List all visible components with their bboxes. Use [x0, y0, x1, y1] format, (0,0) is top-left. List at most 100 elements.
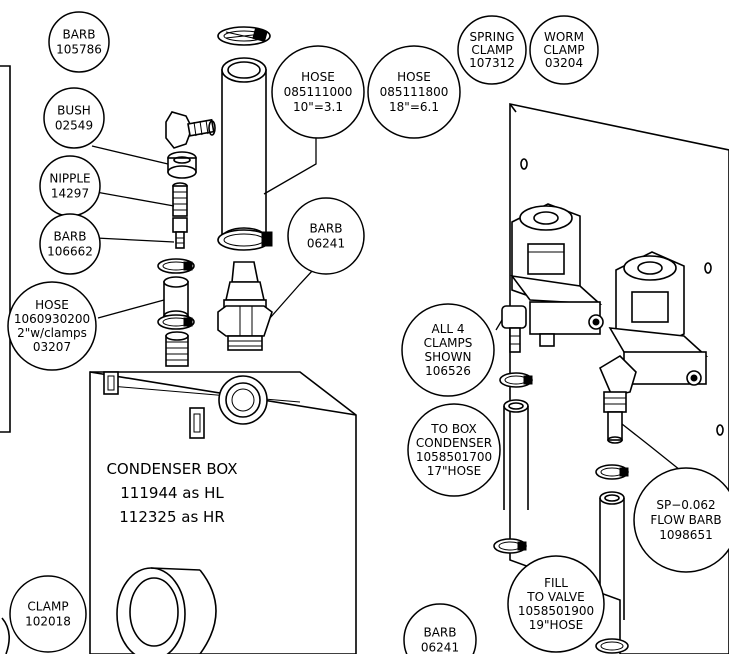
label-line: 102018: [25, 615, 71, 629]
label-line: CONDENSER BOX: [106, 460, 237, 478]
label-line: 112325 as HR: [119, 508, 225, 526]
label-line: 02549: [55, 119, 93, 133]
threaded-coupling: [165, 331, 189, 367]
label-line: 105786: [56, 43, 102, 57]
condenser-box: [89, 371, 357, 659]
bushing: [167, 151, 197, 179]
label-line: CLAMPS: [424, 336, 473, 350]
label-line: ALL 4: [431, 322, 464, 336]
label-line: 106526: [425, 364, 471, 378]
label-line: SHOWN: [425, 350, 472, 364]
short-hose: [163, 276, 189, 322]
solenoid-valve-left: [510, 203, 604, 347]
label-line: CLAMP: [27, 600, 68, 614]
label-line: 06241: [307, 237, 345, 251]
label-line: 18"=6.1: [389, 100, 439, 114]
large-barb: [217, 261, 273, 351]
label-line: BARB: [62, 28, 95, 42]
label-line: 1058501900: [518, 604, 594, 618]
label-line: 03207: [33, 340, 71, 354]
label-line: 1060930200: [14, 312, 90, 326]
label-line: BARB: [53, 230, 86, 244]
label-line: 17"HOSE: [427, 464, 481, 478]
right-clamp-2: [595, 464, 629, 480]
label-line: 14297: [51, 187, 89, 201]
label-line: CLAMP: [543, 43, 584, 57]
label-line: 085111000: [284, 85, 353, 99]
label-line: CLAMP: [471, 43, 512, 57]
right-clamp-1: [499, 372, 533, 388]
label-line: HOSE: [35, 298, 69, 312]
left-clamp-lower: [157, 314, 195, 330]
label-line: 06241: [421, 641, 459, 655]
hose-fill-to-valve: [599, 491, 625, 620]
label-line: BUSH: [57, 104, 91, 118]
label-line: WORM: [544, 30, 584, 44]
label-line: FLOW BARB: [650, 513, 721, 527]
label-line: 10"=3.1: [293, 100, 343, 114]
label-line: HOSE: [301, 70, 335, 84]
label-line: 03204: [545, 56, 583, 70]
label-line: 085111800: [380, 85, 449, 99]
solenoid-valve-right: [608, 251, 709, 386]
nipple: [172, 182, 188, 217]
label-line: FILL: [544, 576, 568, 590]
label-line: 1098651: [659, 528, 712, 542]
label-line: 107312: [469, 56, 515, 70]
label-line: 106662: [47, 245, 93, 259]
label-line: 19"HOSE: [529, 618, 583, 632]
long-hose: [221, 57, 267, 249]
label-line: NIPPLE: [49, 172, 90, 186]
label-line: SPRING: [469, 30, 514, 44]
label-line: CONDENSER: [416, 436, 492, 450]
left-frame-edge: [0, 65, 11, 655]
label-line: 1058501700: [416, 450, 492, 464]
label-line: HOSE: [397, 70, 431, 84]
small-barb: [172, 217, 188, 249]
label-line: SP−0.062: [656, 498, 715, 512]
condenser-box-text: CONDENSER BOX 111944 as HL 112325 as HR: [106, 460, 237, 526]
label-line: TO VALVE: [526, 590, 584, 604]
condenser-box-label: CONDENSER BOX 111944 as HL 112325 as HR: [106, 460, 237, 526]
label-line: BARB: [309, 222, 342, 236]
valve-elbow-right: [598, 354, 637, 444]
right-clamp-3: [493, 538, 527, 554]
label-line: 2"w/clamps: [17, 326, 87, 340]
top-clamp: [217, 26, 271, 46]
right-clamp-4: [595, 638, 629, 654]
left-clamp-upper: [157, 258, 195, 274]
label-line: TO BOX: [430, 422, 477, 436]
label-line: 111944 as HL: [120, 484, 224, 502]
mid-clamp: [217, 229, 273, 251]
